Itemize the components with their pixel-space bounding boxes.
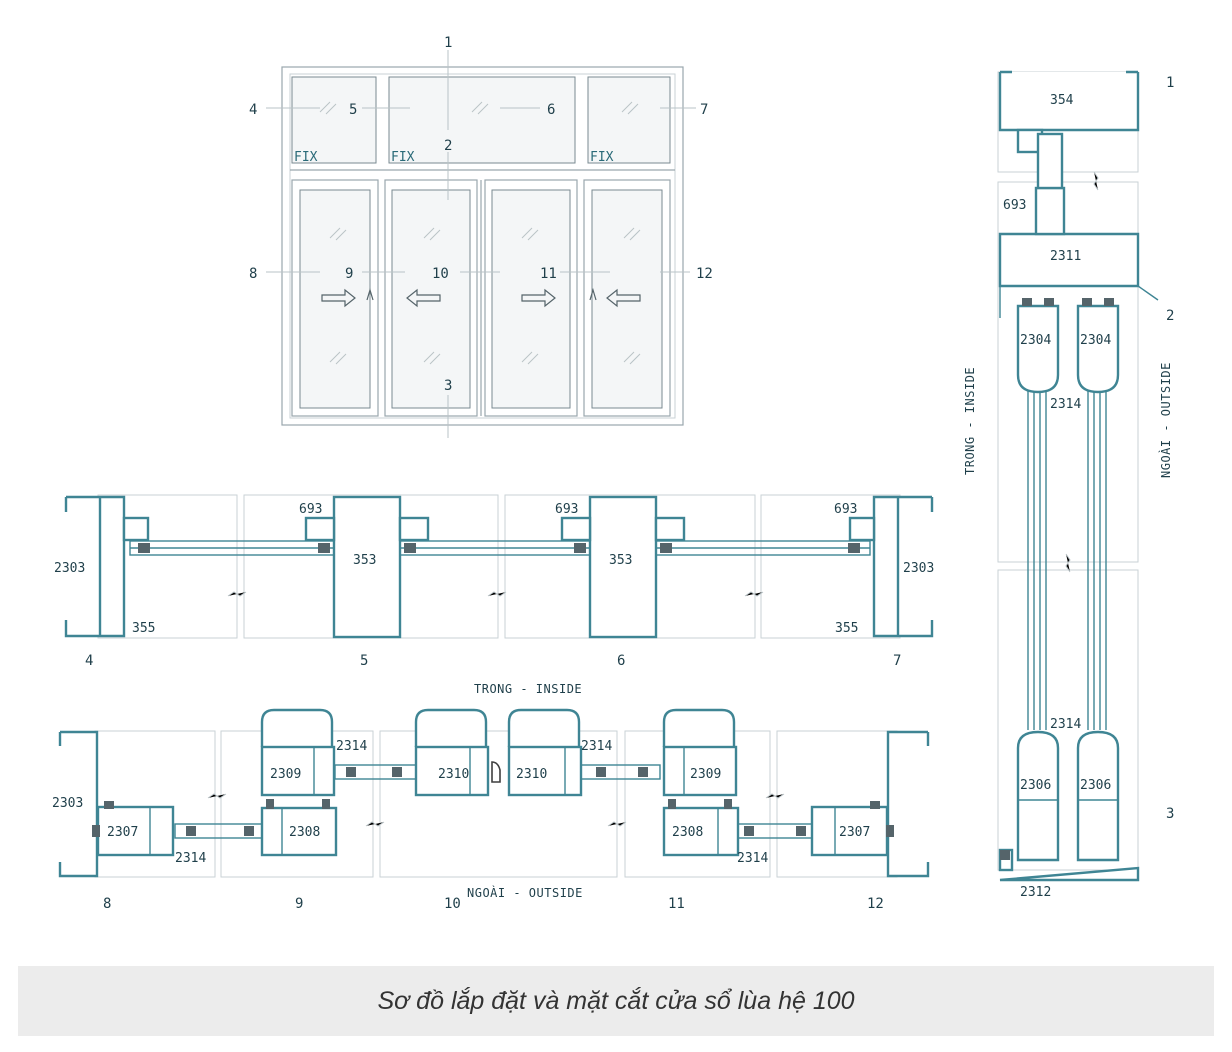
profile-2304-left: 2304 [1020,333,1051,348]
position-10: 10 [444,896,461,912]
fixed-panel-section: 2303 2303 355 355 353 353 693 693 693 4 … [54,494,934,696]
position-1: 1 [1166,75,1174,91]
profile-2310-left: 2310 [438,767,469,782]
callout-5: 5 [349,102,357,118]
position-7: 7 [893,653,901,669]
vertical-inside-label: TRONG - INSIDE [963,367,977,475]
fix-label-center: FIX [391,150,415,165]
profile-355-left: 355 [132,621,155,636]
profile-693-b: 693 [555,502,578,517]
window-elevation: 1 2 3 4 5 6 7 8 9 10 11 12 FIX FIX FIX [249,35,713,438]
profile-2314-top: 2314 [1050,397,1081,412]
position-2: 2 [1166,308,1174,324]
profile-353-a: 353 [353,553,376,568]
profile-2306-right: 2306 [1080,778,1111,793]
vertical-section: 354 693 2311 2304 2304 2314 2314 2306 23… [963,70,1174,900]
profile-2314-a: 2314 [336,739,367,754]
profile-2311: 2311 [1050,249,1081,264]
profile-693-vertical: 693 [1003,198,1026,213]
position-5: 5 [360,653,368,669]
outside-label: NGOÀI - OUTSIDE [467,885,583,900]
profile-693-c: 693 [834,502,857,517]
profile-693-a: 693 [299,502,322,517]
callout-4: 4 [249,102,257,118]
fix-label-left: FIX [294,150,318,165]
position-11: 11 [668,896,685,912]
inside-label: TRONG - INSIDE [474,682,582,696]
profile-2307-left: 2307 [107,825,138,840]
profile-2307-right: 2307 [839,825,870,840]
profile-2308-right: 2308 [672,825,703,840]
vertical-outside-label: NGOÀI - OUTSIDE [1158,362,1173,478]
callout-10: 10 [432,266,449,282]
caption-band [18,966,1214,1036]
profile-2303-left: 2303 [54,561,85,576]
callout-8: 8 [249,266,257,282]
profile-2303-sliding: 2303 [52,796,83,811]
position-6: 6 [617,653,625,669]
profile-2303-right: 2303 [903,561,934,576]
callout-11: 11 [540,266,557,282]
profile-2314-b: 2314 [581,739,612,754]
callout-12: 12 [696,266,713,282]
position-9: 9 [295,896,303,912]
profile-354: 354 [1050,93,1074,108]
callout-1: 1 [444,35,452,51]
profile-2306-left: 2306 [1020,778,1051,793]
position-3: 3 [1166,806,1174,822]
callout-7: 7 [700,102,708,118]
sliding-panel-section: 2303 2307 2307 2308 2308 2309 2309 2310 … [52,708,930,912]
callout-2: 2 [444,138,452,154]
profile-2314-d: 2314 [737,851,768,866]
profile-2304-right: 2304 [1080,333,1111,348]
profile-2309-left: 2309 [270,767,301,782]
profile-2309-right: 2309 [690,767,721,782]
sliding-direction-arrows [321,287,641,308]
callout-9: 9 [345,266,353,282]
profile-2312: 2312 [1020,885,1051,900]
position-12: 12 [867,896,884,912]
profile-2314-c: 2314 [175,851,206,866]
caption: Sơ đồ lắp đặt và mặt cắt cửa sổ lùa hệ 1… [377,987,855,1015]
profile-2310-right: 2310 [516,767,547,782]
profile-2308-left: 2308 [289,825,320,840]
profile-355-right: 355 [835,621,858,636]
position-8: 8 [103,896,111,912]
callout-6: 6 [547,102,555,118]
profile-2314-bottom: 2314 [1050,717,1081,732]
profile-353-b: 353 [609,553,632,568]
fix-label-right: FIX [590,150,614,165]
position-4: 4 [85,653,93,669]
callout-3: 3 [444,378,452,394]
